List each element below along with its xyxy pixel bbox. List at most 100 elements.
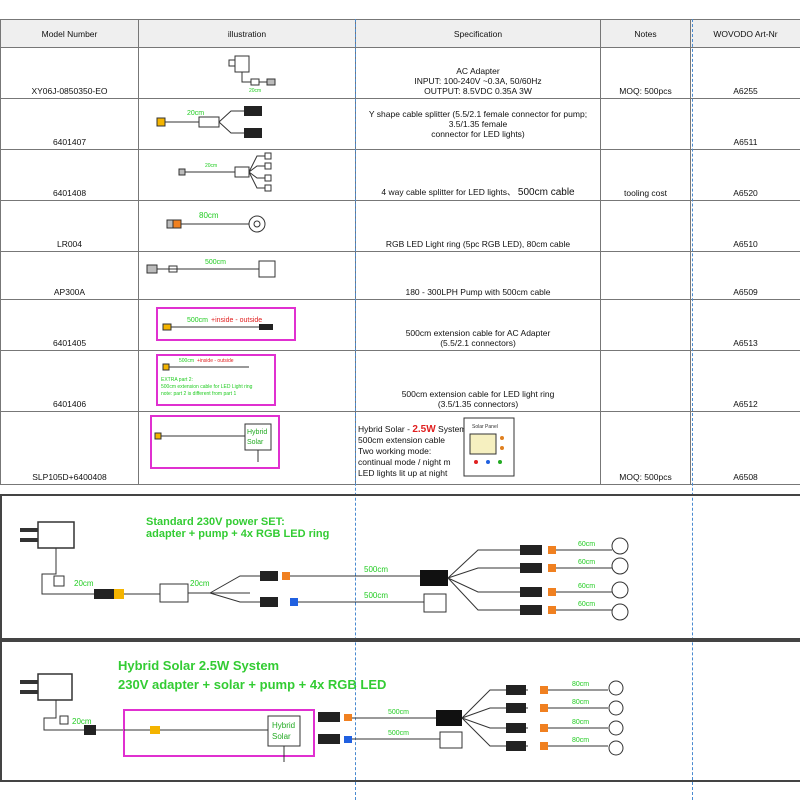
led-extension-image: 500cm +inside - outside EXTRA part 2: 50… [156,354,276,406]
specification: 500cm extension cable for AC Adapter (5.… [355,299,601,351]
notes: MOQ: 500pcs [600,411,691,485]
spec-line: Y shape cable splitter (5.5/2.1 female c… [368,109,588,129]
model-number: XY06J-0850350-EO [0,47,139,99]
specification: AC Adapter INPUT: 100-240V ~0.3A, 50/60H… [355,47,601,99]
standard-set-diagram: 20cm 20cm 500cm 500cm 60cm 60cm 60cm 60c… [20,521,629,621]
illustration-adapter: 20cm [138,47,356,99]
solar-panel-image: Solar Panel [463,417,515,477]
table-row: SLP105D+6400408 Hybrid Solar Hybrid Sola… [0,411,800,485]
cable-length-label: 20cm [190,579,210,588]
y-splitter-image: 20cm [156,106,262,138]
specification: 4 way cable splitter for LED lights、 500… [355,149,601,201]
cable-length-label: 500cm [205,259,226,266]
extra-note: note: part 2 is different from part 1 [161,391,236,397]
table-row: 6401406 500cm +inside - outside EXTRA pa… [0,350,800,412]
article-number: A6510 [690,200,800,252]
specification: 180 - 300LPH Pump with 500cm cable [355,251,601,300]
illustration-pump: 500cm [138,251,356,300]
table-row: XY06J-0850350-EO 20cm AC Adapter INPUT: … [0,47,800,99]
4way-splitter-image: 20cm [178,152,272,192]
spec-line: 500cm extension cable for AC Adapter [405,328,551,338]
model-number: 6401407 [0,98,139,150]
spec-line: connector for LED lights) [431,129,525,139]
article-number: A6255 [690,47,800,99]
cable-length-label: 500cm [187,317,208,324]
spec-line: 4 way cable splitter for LED lights、 [381,187,516,197]
model-number: LR004 [0,200,139,252]
hybrid-solar-image: Hybrid Solar [150,415,280,469]
cable-length-label: 500cm [364,565,388,574]
cable-length-label: 20cm [74,579,94,588]
spec-line: INPUT: 100-240V ~0.3A, 50/60Hz [414,76,542,86]
spec-table: Model Number illustration Specification … [0,19,800,485]
hybrid-box-label: Hybrid [272,721,295,730]
header-model: Model Number [0,19,139,48]
article-number: A6520 [690,149,800,201]
standard-set-title-line: adapter + pump + 4x RGB LED ring [146,528,330,540]
notes: MOQ: 500pcs [600,47,691,99]
specification: RGB LED Light ring (5pc RGB LED), 80cm c… [355,200,601,252]
polarity-label: +inside - outside [211,317,262,324]
hybrid-set-title-line: Hybrid Solar 2.5W System [118,658,280,673]
adapter-extension-image: 500cm +inside - outside [156,307,296,341]
article-number: A6512 [690,350,800,412]
hybrid-desc-line: LED lights lit up at night [358,468,448,478]
notes [600,299,691,351]
hybrid-power: 2.5W [412,424,436,435]
header-row: Model Number illustration Specification … [0,19,800,48]
notes [600,251,691,300]
table-row: 6401407 20cm Y shape cable splitter (5.5… [0,98,800,150]
hybrid-desc-line: Hybrid Solar - [358,424,413,434]
illustration-ext-led: 500cm +inside - outside EXTRA part 2: 50… [138,350,356,412]
spec-extra: 500cm cable [517,187,575,198]
spec-line: (5.5/2.1 connectors) [440,338,516,348]
spec-line: (3.5/1.35 connectors) [437,399,519,409]
standard-set-title-line: Standard 230V power SET: [146,516,285,528]
header-specification: Specification [355,19,601,48]
notes [600,98,691,150]
hybrid-box-label: Hybrid [247,429,267,436]
hybrid-desc: Hybrid Solar - 2.5W System 500cm extensi… [358,424,466,479]
hybrid-set-title-line: 230V adapter + solar + pump + 4x RGB LED [118,677,387,692]
cable-length-label: 80cm [199,211,219,220]
spec-line: 500cm extension cable for LED light ring [401,389,555,399]
pump-image: 500cm [146,259,276,278]
illustration-hybrid: Hybrid Solar [138,411,356,485]
solar-panel-label: Solar Panel [472,424,498,430]
svg-text:20cm: 20cm [249,88,261,94]
model-number: 6401408 [0,149,139,201]
standard-set-title: Standard 230V power SET: adapter + pump … [146,516,329,540]
illustration-led-ring: 80cm [138,200,356,252]
notes: tooling cost [600,149,691,201]
cable-length-label: 60cm [578,541,595,548]
standard-set-panel [0,494,800,642]
adapter-image: 20cm [228,55,276,94]
extra-note: EXTRA part 2: [161,377,193,383]
led-ring-image: 80cm [166,211,266,233]
cable-length-label: 500cm [364,591,388,600]
hybrid-desc-line: 500cm extension cable [358,435,445,445]
cable-length-label: 60cm [578,559,595,566]
hybrid-set-diagram: 20cm Hybrid Solar 500cm 500cm 80cm 80cm … [20,673,624,762]
article-number: A6513 [690,299,800,351]
hybrid-box-label: Solar [272,732,291,741]
led-rings: 60cm 60cm 60cm 60cm [520,537,629,621]
cable-length-label: 20cm [72,717,92,726]
cable-length-label: 500cm [388,730,409,737]
article-number: A6509 [690,251,800,300]
table-row: 6401408 20cm 4 way cable splitter for LE… [0,149,800,201]
cable-length-label: 20cm [205,163,217,169]
guide-line [355,19,356,800]
header-illustration: illustration [138,19,356,48]
table-row: LR004 80cm RGB LED Light ring (5pc RGB L… [0,200,800,252]
model-number: AP300A [0,251,139,300]
hybrid-desc-line: Two working mode: [358,446,432,456]
notes [600,200,691,252]
header-notes: Notes [600,19,691,48]
cable-length-label: 20cm [187,110,204,117]
model-number: 6401405 [0,299,139,351]
cable-length-label: 500cm [388,709,409,716]
cable-length-label: 500cm [179,358,194,364]
guide-line [692,19,693,800]
article-number: A6508 [690,411,800,485]
